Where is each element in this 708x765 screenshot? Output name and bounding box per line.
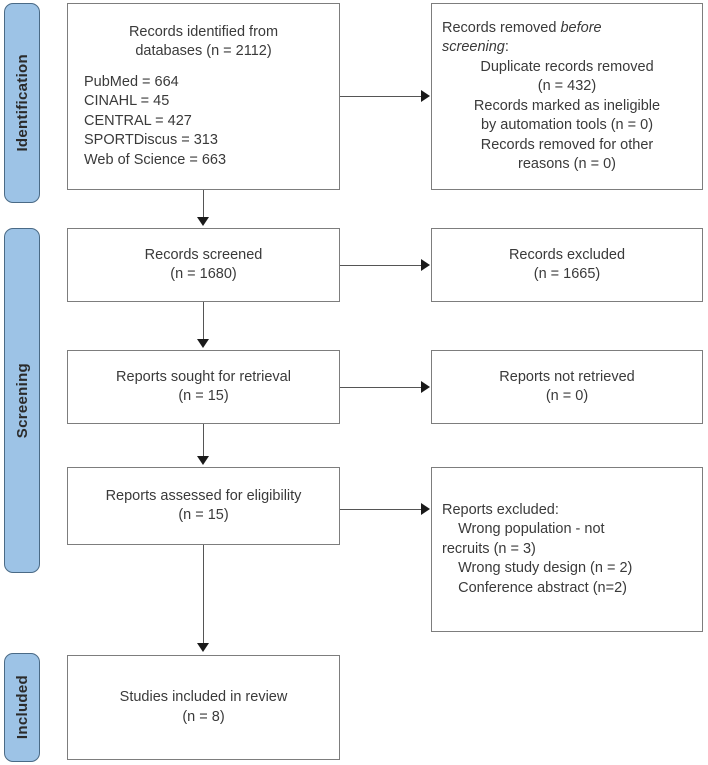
stage-bar-included: Included <box>4 653 40 762</box>
connector-screened-to-sought <box>203 302 204 341</box>
studies-included-text: Studies included in review (n = 8) <box>119 689 288 725</box>
records-excluded-text: Records excluded (n = 1665) <box>508 246 626 283</box>
box-reports-assessed: Reports assessed for eligibility (n = 15… <box>67 467 340 545</box>
records-removed-details: Duplicate records removed (n = 432) Reco… <box>473 58 661 173</box>
stage-label-screening: Screening <box>13 362 31 439</box>
stage-label-identification: Identification <box>13 54 31 152</box>
stage-bar-screening: Screening <box>4 228 40 573</box>
records-removed-heading-plain: Records removed <box>442 19 561 36</box>
box-studies-included: Studies included in review (n = 8) <box>67 655 340 760</box>
box-records-excluded: Records excluded (n = 1665) <box>431 228 703 302</box>
connector-sought-to-assessed <box>203 424 204 458</box>
stage-bar-identification: Identification <box>4 3 40 203</box>
box-records-identified: Records identified from databases (n = 2… <box>67 3 340 190</box>
records-identified-title: Records identified from databases (n = 2… <box>128 23 279 60</box>
records-removed-heading: Records removed before screening: <box>432 19 702 58</box>
reports-excluded-reasons: Wrong population - not recruits (n = 3) … <box>442 521 633 596</box>
arrow-identified-to-removed <box>421 90 430 102</box>
box-reports-not-retrieved: Reports not retrieved (n = 0) <box>431 350 703 424</box>
arrow-assessed-to-included <box>197 643 209 652</box>
connector-assessed-to-reports-excluded <box>340 509 422 510</box>
reports-assessed-text: Reports assessed for eligibility (n = 15… <box>105 487 302 524</box>
arrow-sought-to-assessed <box>197 456 209 465</box>
arrow-screened-to-sought <box>197 339 209 348</box>
connector-screened-to-excluded <box>340 265 422 266</box>
box-records-removed: Records removed before screening: Duplica… <box>431 3 703 190</box>
box-records-screened: Records screened (n = 1680) <box>67 228 340 302</box>
records-removed-heading-colon: : <box>504 39 509 55</box>
records-screened-text: Records screened (n = 1680) <box>144 246 263 283</box>
arrow-screened-to-excluded <box>421 259 430 271</box>
records-identified-sources: PubMed = 664 CINAHL = 45 CENTRAL = 427 S… <box>84 73 227 168</box>
records-removed-heading-italic-1: before <box>560 19 602 36</box>
reports-sought-text: Reports sought for retrieval (n = 15) <box>116 368 291 405</box>
arrow-identified-to-screened <box>197 217 209 226</box>
box-reports-excluded: Reports excluded: Wrong population - not… <box>431 467 703 632</box>
connector-identified-to-screened <box>203 190 204 219</box>
box-reports-sought: Reports sought for retrieval (n = 15) <box>67 350 340 424</box>
connector-identified-to-removed <box>340 96 422 97</box>
stage-label-included: Included <box>13 675 31 740</box>
reports-excluded-heading: Reports excluded: <box>442 501 559 518</box>
connector-assessed-to-included <box>203 545 204 645</box>
arrow-assessed-to-reports-excluded <box>421 503 430 515</box>
connector-sought-to-not-retrieved <box>340 387 422 388</box>
reports-not-retrieved-text: Reports not retrieved (n = 0) <box>499 368 635 405</box>
arrow-sought-to-not-retrieved <box>421 381 430 393</box>
records-removed-heading-italic-2: screening <box>442 39 505 55</box>
